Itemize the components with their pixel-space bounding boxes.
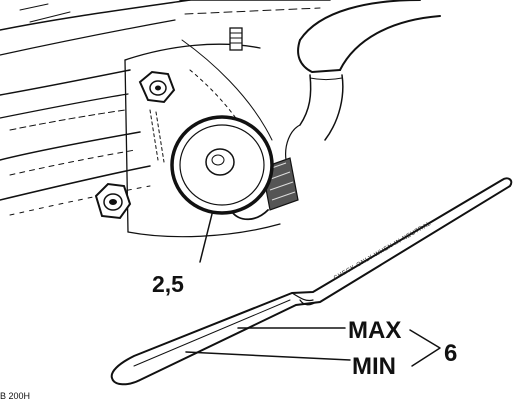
figure-code: B 200H [0,391,30,401]
upper-bolt [138,70,176,104]
level-max-label: MAX [348,317,401,344]
callout-2-5: 2,5 [152,271,184,297]
engine-housing [0,0,331,238]
threaded-stud [229,27,243,51]
level-min-label: MIN [352,353,396,380]
lower-bolt [94,182,132,220]
filler-tube [170,115,299,221]
leader-lines [185,213,441,367]
dipstick-inscription: CHECK ONLY WHEN IN NEUTRAL [333,221,433,282]
callout-6: 6 [444,340,457,367]
hose [285,0,441,161]
